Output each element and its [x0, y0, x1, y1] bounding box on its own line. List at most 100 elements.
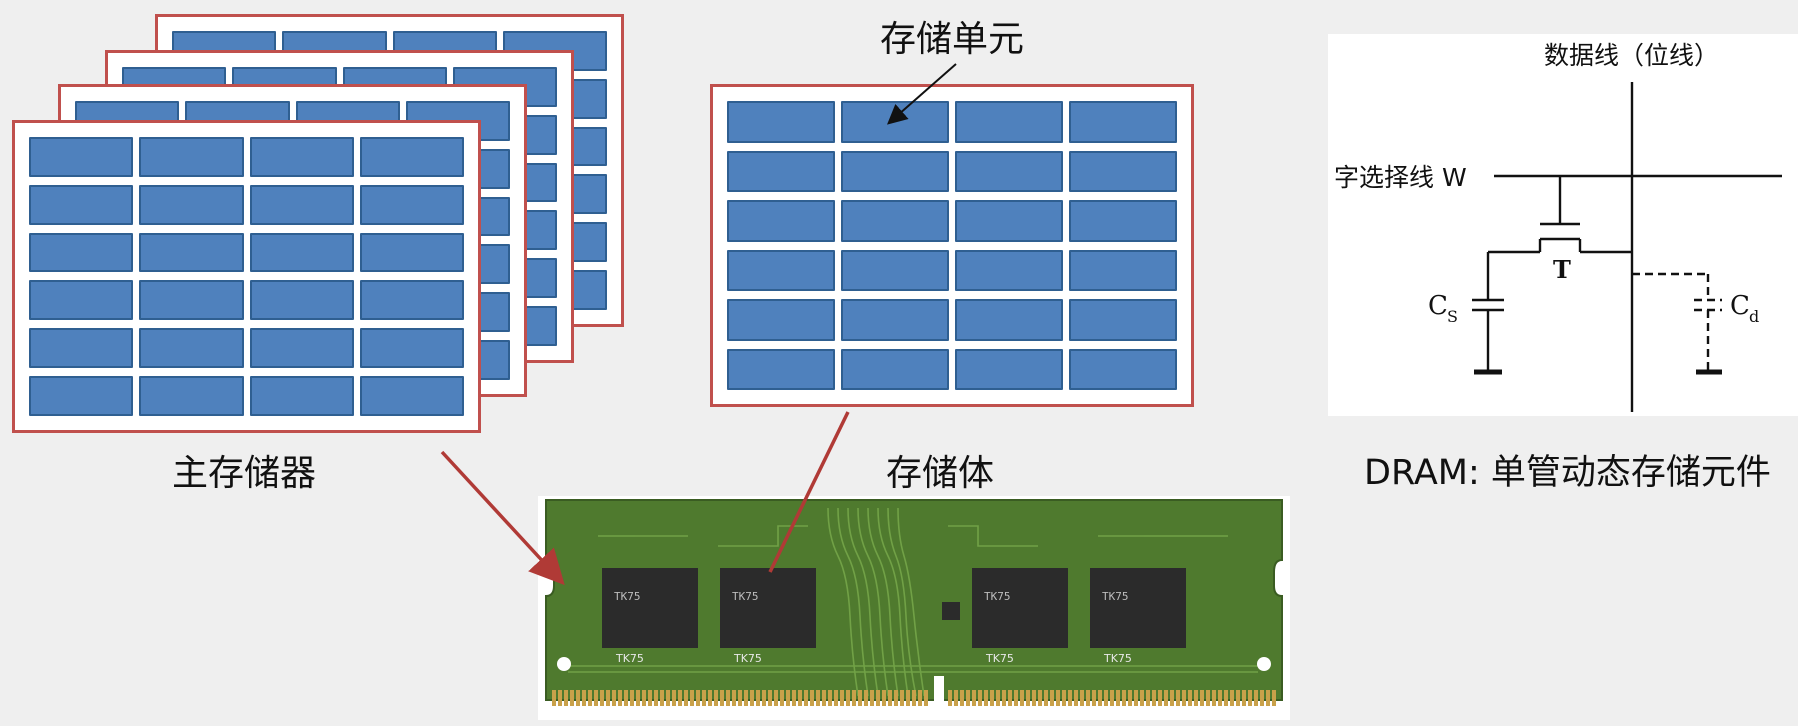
storage-cell: [29, 232, 134, 273]
gold-finger: [1164, 690, 1168, 706]
gold-finger: [858, 690, 862, 706]
storage-cell: [955, 101, 1063, 143]
gold-finger: [1074, 690, 1078, 706]
chips: [602, 568, 1186, 648]
gold-finger: [714, 690, 718, 706]
storage-cell: [727, 200, 835, 242]
transistor-label: T: [1553, 255, 1571, 284]
storage-cell: [727, 249, 835, 291]
gold-finger: [1230, 690, 1234, 706]
gold-finger: [960, 690, 964, 706]
gold-finger: [762, 690, 766, 706]
gold-finger: [1098, 690, 1102, 706]
gold-finger: [1020, 690, 1024, 706]
gold-finger: [600, 690, 604, 706]
data-line-label: 数据线（位线）: [1544, 41, 1719, 70]
storage-cell: [841, 150, 949, 192]
gold-finger: [720, 690, 724, 706]
dram-circuit-svg: 数据线（位线） 字选择线 W T C S C d: [1334, 41, 1782, 412]
gold-finger: [774, 690, 778, 706]
gold-finger: [678, 690, 682, 706]
gold-finger: [738, 690, 742, 706]
gold-finger: [984, 690, 988, 706]
storage-cell: [955, 348, 1063, 390]
chip-1-footer: TK75: [615, 652, 644, 665]
storage-cell: [359, 376, 464, 416]
storage-cell: [29, 280, 134, 321]
storage-cell: [139, 280, 244, 321]
gold-finger: [966, 690, 970, 706]
storage-cell: [1069, 150, 1177, 192]
gold-finger: [972, 690, 976, 706]
dram-circuit-diagram: 数据线（位线） 字选择线 W T C S C d: [1328, 34, 1798, 416]
gold-finger: [1272, 690, 1276, 706]
chip-1: [602, 568, 698, 648]
mount-hole-left: [557, 657, 571, 671]
chip-3-mark: TK75: [984, 590, 1011, 603]
chip-4: [1090, 568, 1186, 648]
storage-cell: [359, 328, 464, 369]
gold-finger: [1254, 690, 1258, 706]
controller-chip: [942, 602, 960, 620]
storage-cell: [1069, 249, 1177, 291]
gold-finger: [912, 690, 916, 706]
gold-finger: [828, 690, 832, 706]
storage-cell: [841, 348, 949, 390]
gold-finger: [1080, 690, 1084, 706]
gold-finger: [948, 690, 952, 706]
gold-finger: [606, 690, 610, 706]
gold-finger: [1128, 690, 1132, 706]
word-line-label: 字选择线 W: [1334, 163, 1467, 192]
gold-finger: [888, 690, 892, 706]
cd-label: C: [1730, 291, 1750, 321]
mount-hole-right: [1257, 657, 1271, 671]
gold-finger: [732, 690, 736, 706]
gold-finger: [666, 690, 670, 706]
gold-finger: [690, 690, 694, 706]
chip-2-mark: TK75: [732, 590, 759, 603]
gold-finger: [1002, 690, 1006, 706]
gold-finger: [630, 690, 634, 706]
gold-finger: [1104, 690, 1108, 706]
gold-finger: [816, 690, 820, 706]
gold-finger: [1134, 690, 1138, 706]
gold-finger: [1248, 690, 1252, 706]
gold-finger: [1152, 690, 1156, 706]
storage-cell: [359, 280, 464, 321]
gold-finger: [702, 690, 706, 706]
gold-finger: [558, 690, 562, 706]
storage-cell: [727, 348, 835, 390]
gold-finger: [798, 690, 802, 706]
storage-bank-label: 存储体: [886, 453, 995, 494]
storage-cell: [1069, 101, 1177, 143]
gold-finger: [1212, 690, 1216, 706]
gold-finger: [588, 690, 592, 706]
gold-finger: [696, 690, 700, 706]
storage-cell: [727, 101, 835, 143]
gold-finger: [1188, 690, 1192, 706]
gold-finger: [726, 690, 730, 706]
gold-finger: [708, 690, 712, 706]
gold-finger: [900, 690, 904, 706]
chip-3-footer: TK75: [985, 652, 1014, 665]
storage-cell: [841, 101, 949, 143]
gold-finger: [1056, 690, 1060, 706]
gold-finger: [804, 690, 808, 706]
cs-label: C: [1428, 291, 1448, 321]
gold-finger: [870, 690, 874, 706]
storage-cell: [1069, 299, 1177, 341]
gold-finger: [552, 690, 556, 706]
storage-cell: [249, 184, 354, 225]
gold-finger: [846, 690, 850, 706]
storage-cell: [955, 200, 1063, 242]
chip-1-mark: TK75: [614, 590, 641, 603]
storage-cell: [359, 184, 464, 225]
cd-sub-label: d: [1749, 307, 1759, 326]
gold-finger: [1176, 690, 1180, 706]
gold-finger: [918, 690, 922, 706]
gold-finger: [810, 690, 814, 706]
gold-finger: [786, 690, 790, 706]
storage-cell: [841, 200, 949, 242]
storage-cell-label: 存储单元: [880, 19, 1025, 60]
gold-finger: [1008, 690, 1012, 706]
